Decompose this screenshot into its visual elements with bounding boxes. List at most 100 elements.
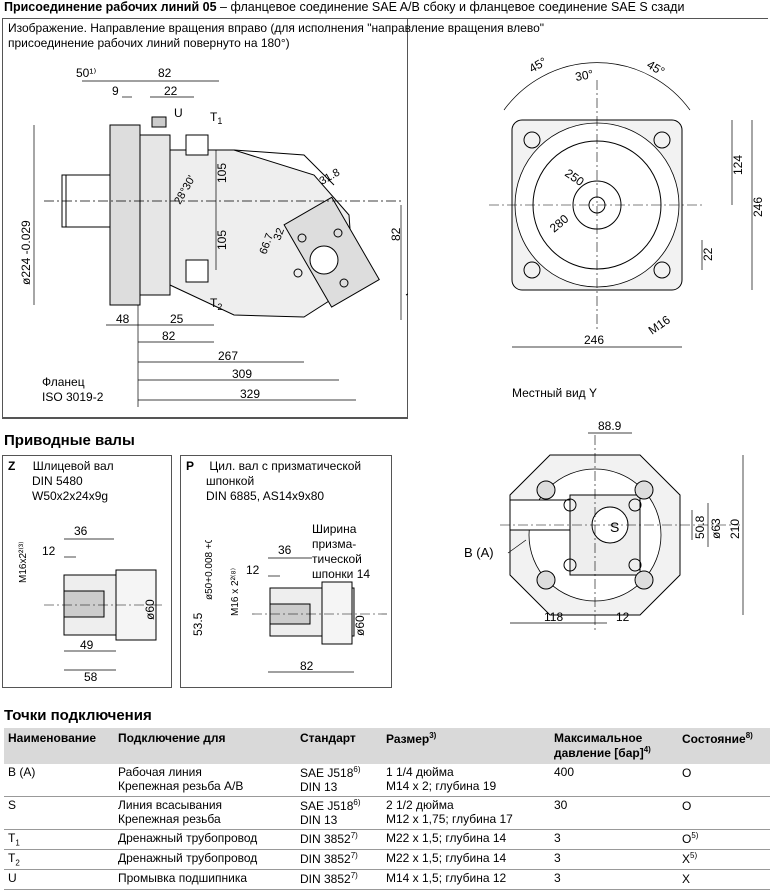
cell-standard: DIN 38527) [296, 829, 382, 850]
dim-32: 32 [272, 226, 287, 242]
dim-22: 22 [164, 84, 178, 98]
flange-label-1: Фланец [42, 375, 85, 389]
angle-30: 30° [574, 67, 595, 84]
key-width-4: шпонки 14 [312, 567, 371, 581]
cell-for: Дренажный трубопровод [114, 849, 296, 870]
cell-name: U [4, 869, 114, 890]
flange-label-2: ISO 3019-2 [42, 390, 104, 404]
dim-105-b: 105 [215, 230, 229, 250]
cell-pressure: 30 [550, 796, 678, 830]
dim-z-49: 49 [80, 638, 94, 652]
dim-63: ø63 [709, 518, 723, 539]
dim-31-8: 31.8 [318, 166, 343, 187]
cell-size: M22 x 1,5; глубина 14 [382, 849, 550, 870]
dim-p-12: 12 [246, 563, 260, 577]
cell-standard: SAE J5186)DIN 13 [296, 764, 382, 797]
main-view-note-2: присоединение рабочих линий повернуто на… [8, 36, 290, 50]
dim-25: 25 [170, 312, 184, 326]
key-width-1: Ширина [312, 522, 357, 536]
dim-88-9: 88.9 [598, 419, 622, 433]
cell-pressure: 400 [550, 764, 678, 797]
dim-309: 309 [232, 367, 252, 381]
dim-12-local: 12 [616, 610, 630, 624]
cell-pressure: 3 [550, 849, 678, 870]
shaft-p-letter: P [186, 459, 195, 473]
local-view-y-drawing: 88.9 50.8 ø63 210 S B (A) 118 12 [464, 419, 744, 630]
dim-246-horizontal: 246 [584, 333, 604, 347]
dim-9: 9 [112, 84, 119, 98]
shaft-z-letter: Z [8, 459, 16, 473]
dim-82-top: 82 [158, 66, 172, 80]
cell-standard: DIN 38527) [296, 849, 382, 870]
cell-name: S [4, 796, 114, 830]
dim-82-right: 82 [389, 227, 403, 241]
dim-50-8: 50.8 [693, 515, 707, 539]
col-standard: Стандарт [296, 728, 382, 764]
label-t1: T1 [210, 110, 222, 126]
dim-z-m16: M16x2²⁽³⁾ [18, 541, 29, 583]
cell-standard: SAE J5186)DIN 13 [296, 796, 382, 830]
shaft-z-frame [2, 455, 172, 688]
cell-standard: DIN 38527) [296, 869, 382, 890]
cell-state: O5) [678, 829, 770, 850]
shaft-p-line2: шпонкой [206, 474, 255, 488]
cell-state: O [678, 764, 770, 797]
dim-124: 124 [731, 155, 745, 175]
cell-pressure: 3 [550, 869, 678, 890]
shaft-p-line1: Цил. вал с призматической [209, 459, 362, 473]
shaft-z-line2: DIN 5480 [32, 474, 83, 488]
angle-45-right: 45° [645, 57, 668, 78]
dim-z-12: 12 [42, 544, 56, 558]
label-t2: T2 [210, 296, 222, 312]
dim-246-vertical: 246 [751, 197, 765, 217]
shaft-z-desc: Z Шлицевой вал [8, 459, 114, 473]
connections-table: Наименование Подключение для Стандарт Ра… [4, 728, 770, 890]
dim-m16: M16 [646, 312, 673, 337]
main-view-frame [2, 18, 408, 418]
table-header-row: Наименование Подключение для Стандарт Ра… [4, 728, 770, 764]
cell-state: O [678, 796, 770, 830]
dim-118: 118 [544, 610, 563, 624]
label-u: U [174, 106, 183, 120]
dim-p-82: 82 [300, 659, 314, 673]
front-view-drawing: 45° 30° 45° 250 280 124 246 22 M16 246 [489, 55, 765, 348]
shaft-p-line3: DIN 6885, AS14x9x80 [206, 489, 325, 503]
flange-shape [109, 124, 141, 306]
cell-size: M22 x 1,5; глубина 14 [382, 829, 550, 850]
shaft-p-desc: P Цил. вал с призматической [186, 459, 361, 473]
dim-p-m16: M16 x 2²⁽⁸⁾ [230, 568, 241, 616]
cell-pressure: 3 [550, 829, 678, 850]
cell-state: X5) [678, 849, 770, 870]
page-header: Присоединение рабочих линий 05 – фланцев… [4, 0, 684, 14]
cell-size: M14 x 1,5; глубина 12 [382, 869, 550, 890]
shaft-p-drawing: 36 12 ø50+0.008 +0.002 M16 x 2²⁽⁸⁾ 53.5 … [191, 540, 387, 673]
dim-p-53-5: 53.5 [191, 612, 205, 636]
col-for: Подключение для [114, 728, 296, 764]
cell-for: Промывка подшипника [114, 869, 296, 890]
shaft-z-line3: W50x2x24x9g [32, 489, 109, 503]
label-b-a: B (A) [464, 545, 494, 560]
shaft-p-frame [180, 455, 392, 688]
shaft-z-line1: Шлицевой вал [32, 459, 114, 473]
shafts-title: Приводные валы [4, 432, 135, 449]
dim-50: 50¹⁾ [76, 66, 96, 80]
port-circle [309, 245, 339, 275]
side-view-drawing: 50¹⁾ 82 9 22 U T1 ø224 -0.029 28°30' 105… [19, 66, 408, 407]
key-width-3: тической [312, 552, 362, 566]
header-title-bold: Присоединение рабочих линий 05 [4, 0, 217, 14]
dim-p-36: 36 [278, 543, 292, 557]
angle-45-left: 45° [527, 55, 550, 76]
dim-p-50: ø50+0.008 +0.002 [204, 540, 215, 600]
dim-48: 48 [116, 312, 130, 326]
dim-329: 329 [240, 387, 260, 401]
dim-224: ø224 -0.029 [19, 220, 33, 285]
dim-22-front: 22 [701, 247, 715, 261]
cell-name: T1 [4, 829, 114, 850]
dim-z-58: 58 [84, 670, 98, 684]
